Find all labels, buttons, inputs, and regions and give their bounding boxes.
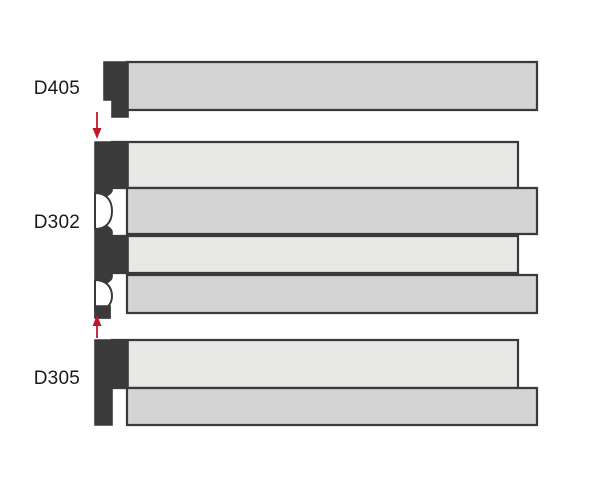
profile-group-d405 bbox=[103, 60, 539, 118]
d302-shoulder-1 bbox=[112, 142, 128, 188]
d302-board-2-face bbox=[125, 186, 539, 236]
d302-board-4-face bbox=[125, 273, 539, 315]
assembly-arrow-top bbox=[92, 112, 102, 139]
d405-board-1-face bbox=[125, 60, 539, 112]
d302-shoulder-2 bbox=[112, 236, 128, 273]
profile-label-d305: D305 bbox=[33, 368, 80, 389]
d302-bottom-tongue bbox=[94, 305, 111, 319]
d405-edge-block bbox=[103, 61, 129, 118]
assembly-arrow-bottom bbox=[92, 315, 102, 338]
profile-label-d405: D405 bbox=[33, 78, 80, 99]
d305-edge-block bbox=[94, 339, 129, 426]
d302-board-1-face bbox=[110, 140, 520, 190]
d305-board-2-face bbox=[125, 386, 539, 427]
d302-groove-1 bbox=[94, 192, 113, 230]
d302-board-3-face bbox=[110, 234, 520, 275]
profile-label-d302: D302 bbox=[33, 212, 80, 233]
profile-group-d302 bbox=[94, 140, 539, 319]
d305-board-1-face bbox=[110, 338, 520, 390]
profile-group-d305 bbox=[94, 338, 539, 427]
